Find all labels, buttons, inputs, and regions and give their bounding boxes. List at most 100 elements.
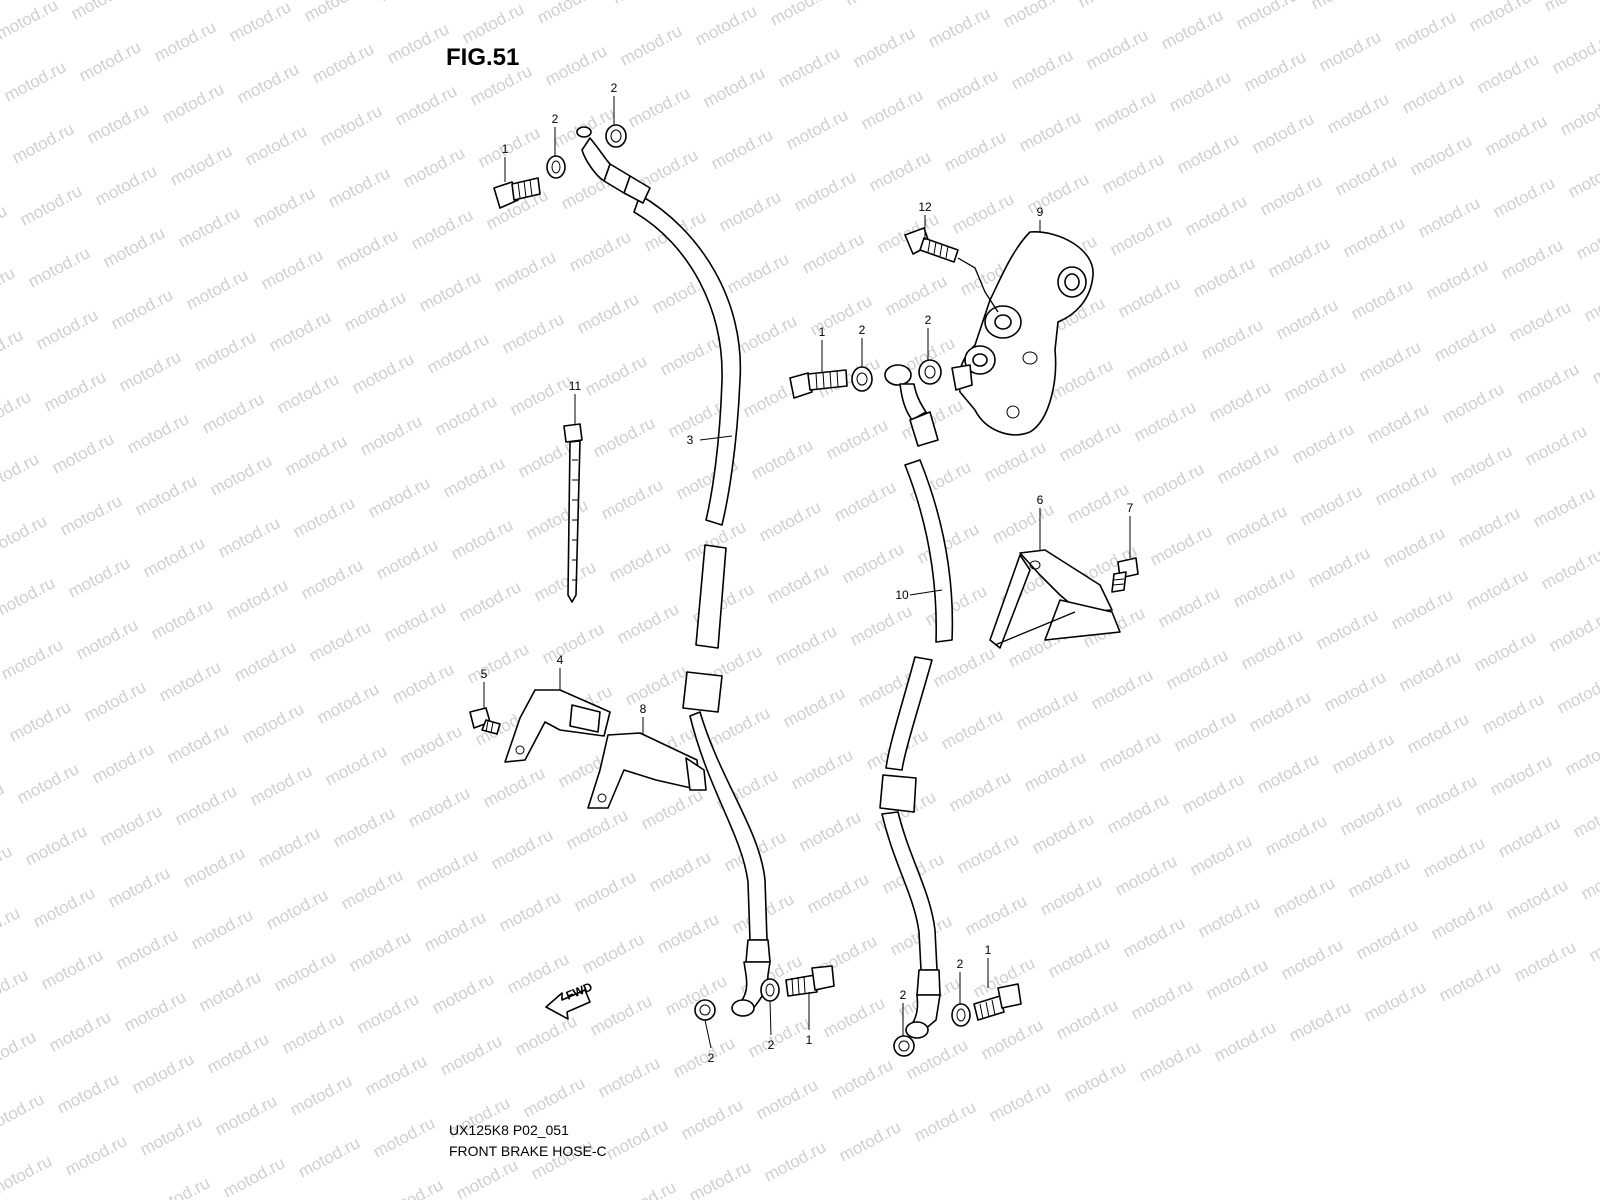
- watermark-text: motod.ru: [6, 697, 74, 745]
- watermark-text: motod.ru: [1230, 563, 1298, 611]
- watermark-text: motod.ru: [132, 471, 200, 519]
- callout-4: 4: [557, 653, 564, 667]
- washer-2: [951, 1003, 971, 1027]
- watermark-text: motod.ru: [274, 369, 342, 417]
- watermark-text: motod.ru: [783, 105, 851, 153]
- watermark-text: motod.ru: [370, 1113, 438, 1161]
- watermark-text: motod.ru: [1396, 647, 1464, 695]
- watermark-text: motod.ru: [1249, 109, 1317, 157]
- callout-1: 1: [806, 1033, 813, 1047]
- watermark-text: motod.ru: [1262, 811, 1330, 859]
- watermark-text: motod.ru: [207, 451, 275, 499]
- callout-10: 10: [895, 588, 909, 602]
- watermark-text: motod.ru: [831, 477, 899, 525]
- washer-2: [605, 124, 627, 148]
- watermark-text: motod.ru: [459, 0, 527, 48]
- watermark-text: motod.ru: [239, 699, 307, 747]
- watermark-text: motod.ru: [1115, 273, 1183, 321]
- watermark-text: motod.ru: [622, 661, 690, 709]
- watermark-text: motod.ru: [1415, 193, 1483, 241]
- watermark-text: motod.ru: [357, 411, 425, 459]
- watermark-text: motod.ru: [1241, 47, 1309, 95]
- watermark-text: motod.ru: [796, 807, 864, 855]
- watermark-text: motod.ru: [1364, 399, 1432, 447]
- watermark-text: motod.ru: [1131, 397, 1199, 445]
- callout-1: 1: [819, 325, 826, 339]
- watermark-text: motod.ru: [349, 349, 417, 397]
- hose-guide-4: [504, 689, 611, 763]
- watermark-text: motod.ru: [1083, 25, 1151, 73]
- watermark-text: motod.ru: [1380, 523, 1448, 571]
- watermark-text: motod.ru: [226, 0, 294, 46]
- watermark-text: motod.ru: [1195, 893, 1263, 941]
- washer-2: [851, 366, 873, 392]
- watermark-text: motod.ru: [68, 0, 136, 24]
- watermark-text: motod.ru: [1391, 7, 1459, 55]
- watermark-text: motod.ru: [1447, 441, 1515, 489]
- cable-tie-11: [563, 423, 583, 603]
- watermark-text: motod.ru: [1498, 235, 1566, 283]
- watermark-text: motod.ru: [145, 1173, 213, 1200]
- hose-joint-bracket-9: [951, 231, 1094, 436]
- watermark-text: motod.ru: [1158, 5, 1226, 53]
- watermark-text: motod.ru: [14, 759, 82, 807]
- watermark-text: motod.ru: [1549, 29, 1600, 77]
- watermark-text: motod.ru: [1187, 831, 1255, 879]
- watermark-text: motod.ru: [670, 1033, 738, 1081]
- watermark-text: motod.ru: [756, 497, 824, 545]
- watermark-text: motod.ru: [164, 719, 232, 767]
- callout-11: 11: [569, 379, 582, 393]
- watermark-text: motod.ru: [1233, 0, 1301, 34]
- watermark-text: motod.ru: [1246, 687, 1314, 735]
- model-code: UX125K8 P02_051: [449, 1122, 569, 1138]
- watermark-text: motod.ru: [38, 945, 106, 993]
- washer-2: [918, 359, 942, 385]
- watermark-text: motod.ru: [0, 449, 42, 497]
- watermark-text: motod.ru: [116, 347, 184, 395]
- watermark-text: motod.ru: [1013, 685, 1081, 733]
- watermark-text: motod.ru: [1514, 359, 1582, 407]
- watermark-text: motod.ru: [346, 927, 414, 975]
- watermark-text: motod.ru: [1554, 669, 1600, 717]
- callout-12: 12: [918, 200, 932, 214]
- watermark-text: motod.ru: [531, 557, 599, 605]
- watermark-text: motod.ru: [491, 247, 559, 295]
- watermark-text: motod.ru: [255, 823, 323, 871]
- watermark-text: motod.ru: [571, 867, 639, 915]
- watermark-text: motod.ru: [0, 1151, 55, 1199]
- watermark-text: motod.ru: [1428, 895, 1496, 943]
- watermark-text: motod.ru: [1198, 315, 1266, 363]
- watermark-text: motod.ru: [1479, 689, 1547, 737]
- watermark-text: motod.ru: [1356, 337, 1424, 385]
- watermark-text: motod.ru: [1211, 1017, 1279, 1065]
- watermark-text: motod.ru: [850, 23, 918, 71]
- watermark-text: motod.ru: [579, 929, 647, 977]
- watermark-text: motod.ru: [1254, 749, 1322, 797]
- watermark-text: motod.ru: [250, 183, 318, 231]
- watermark-text: motod.ru: [654, 909, 722, 957]
- watermark-text: motod.ru: [1423, 255, 1491, 303]
- watermark-text: motod.ru: [933, 65, 1001, 113]
- watermark-text: motod.ru: [962, 891, 1030, 939]
- watermark-text: motod.ru: [100, 223, 168, 271]
- watermark-text: motod.ru: [708, 125, 776, 173]
- watermark-text: motod.ru: [129, 1049, 197, 1097]
- callout-2: 2: [552, 112, 559, 126]
- watermark-text: motod.ru: [220, 1153, 288, 1200]
- watermark-text: motod.ru: [847, 601, 915, 649]
- watermark-text: motod.ru: [9, 119, 77, 167]
- watermark-text: motod.ru: [148, 595, 216, 643]
- washer-2: [694, 999, 716, 1021]
- watermark-text: motod.ru: [539, 619, 607, 667]
- watermark-text: motod.ru: [1120, 913, 1188, 961]
- watermark-text: motod.ru: [97, 801, 165, 849]
- callout-2: 2: [611, 81, 618, 95]
- watermark-text: motod.ru: [1490, 173, 1558, 221]
- watermark-text: motod.ru: [804, 869, 872, 917]
- callout-9: 9: [1037, 205, 1044, 219]
- watermark-text: motod.ru: [57, 491, 125, 539]
- watermark-text: motod.ru: [858, 85, 926, 133]
- watermark-text: motod.ru: [1206, 377, 1274, 425]
- watermark-text: motod.ru: [151, 17, 219, 65]
